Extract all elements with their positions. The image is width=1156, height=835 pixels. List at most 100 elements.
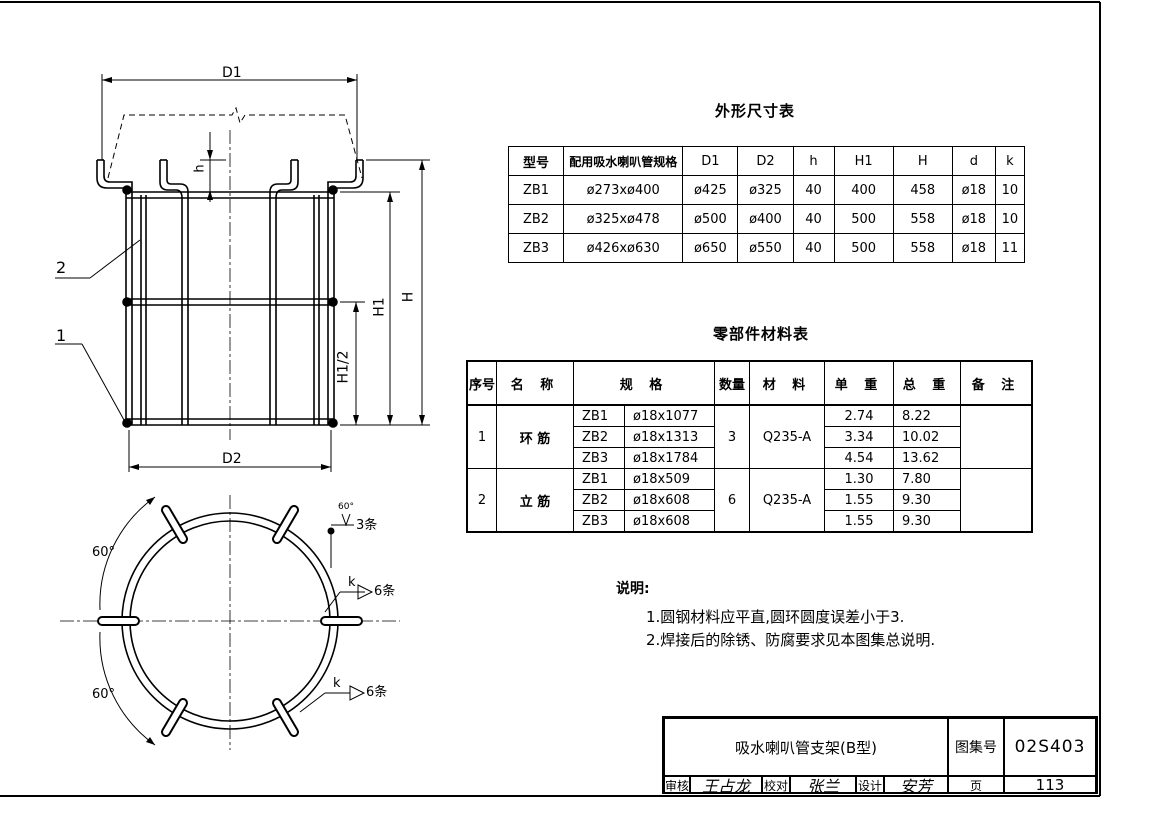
- materials-header-cell: 备 注: [960, 360, 1033, 406]
- materials-model: ZB2: [573, 426, 625, 448]
- page-number: 113: [1004, 776, 1096, 794]
- materials-qty: 6: [714, 468, 750, 533]
- dims-header-cell: 配用吸水喇叭管规格: [563, 146, 684, 176]
- materials-header-cell: 材 料: [749, 360, 825, 406]
- materials-model: ZB3: [573, 510, 625, 533]
- dims-table: 型号 配用吸水喇叭管规格 D1 D2 h H1 H d k ZB1 ø273xø…: [507, 146, 1026, 263]
- materials-total-weight: 9.30: [893, 489, 961, 511]
- weld-count-3: 3条: [356, 518, 378, 533]
- notes: 说明: 1.圆钢材料应平直,圆环圆度误差小于3. 2.焊接后的除锈、防腐要求见本…: [616, 582, 935, 648]
- materials-material: Q235-A: [749, 404, 825, 469]
- dim-label-h: h: [192, 164, 208, 173]
- materials-unit-weight: 3.34: [824, 426, 894, 448]
- materials-name: 立 筋: [496, 468, 574, 533]
- weld-k-label-2: k: [333, 676, 341, 691]
- dims-cell: 10: [994, 175, 1026, 205]
- materials-total-weight: 7.80: [893, 468, 961, 490]
- dims-cell: 500: [833, 204, 894, 234]
- materials-model: ZB1: [573, 404, 625, 427]
- dims-header-cell: h: [792, 146, 835, 176]
- dims-header-cell: H1: [833, 146, 894, 176]
- dims-header-row: 型号 配用吸水喇叭管规格 D1 D2 h H1 H d k: [507, 146, 1026, 176]
- angle-label-top: 60°: [92, 545, 116, 560]
- materials-header-cell: 数量: [714, 360, 750, 406]
- dim-label-h1-half: H1/2: [335, 350, 352, 384]
- dims-cell: ø426xø630: [563, 233, 684, 263]
- dims-cell: ø550: [737, 233, 794, 263]
- dims-cell: ø500: [682, 204, 739, 234]
- table-row: ZB2 ø325xø478 ø500 ø400 40 500 558 ø18 1…: [507, 204, 1026, 234]
- materials-spec: ø18x1077: [624, 404, 715, 427]
- materials-remark: [960, 404, 1033, 469]
- table-row: ZB3 ø426xø630 ø650 ø550 40 500 558 ø18 1…: [507, 233, 1026, 263]
- part-callout-1: 1: [56, 326, 67, 345]
- materials-name: 环 筋: [496, 404, 574, 469]
- dims-cell: ZB2: [507, 204, 565, 234]
- dims-header-cell: D1: [682, 146, 739, 176]
- table-row: ZB2 ø18x608 1.55 9.30: [467, 489, 1032, 511]
- notes-heading: 说明:: [616, 581, 650, 597]
- materials-total-weight: 13.62: [893, 447, 961, 469]
- materials-spec: ø18x509: [624, 468, 715, 490]
- materials-total-weight: 8.22: [893, 404, 961, 427]
- table-row: 1 环 筋 ZB1 ø18x1077 3 Q235-A 2.74 8.22: [466, 404, 1033, 469]
- dims-header-cell: 型号: [507, 146, 565, 176]
- materials-unit-weight: 4.54: [824, 447, 894, 469]
- dims-cell: ø400: [737, 204, 794, 234]
- dims-cell: 400: [833, 175, 894, 205]
- dims-cell: ø18: [951, 233, 996, 263]
- check-label: 校对: [762, 776, 790, 794]
- dim-label-big-h: H: [400, 291, 417, 303]
- materials-header-cell: 总 重: [893, 360, 961, 406]
- dims-cell: ø650: [682, 233, 739, 263]
- dims-cell: ZB3: [507, 233, 565, 263]
- sheet-border: [0, 1, 1101, 797]
- materials-header-row: 序号 名 称 规 格 数量 材 料 单 重 总 重 备 注: [466, 360, 1033, 406]
- table-row: 2 立 筋 ZB1 ø18x509 6 Q235-A 1.30 7.80: [466, 468, 1033, 533]
- review-signature: 王占龙: [690, 776, 762, 796]
- dims-header-cell: H: [892, 146, 953, 176]
- dims-table-title: 外形尺寸表: [715, 102, 796, 120]
- dims-cell: ø18: [951, 175, 996, 205]
- angle-label-bottom: 60°: [92, 687, 116, 702]
- materials-header-cell: 名 称: [496, 360, 574, 406]
- materials-unit-weight: 1.55: [824, 510, 894, 533]
- materials-unit-weight: 1.55: [824, 489, 894, 511]
- part-callout-2: 2: [56, 258, 67, 277]
- materials-total-weight: 10.02: [893, 426, 961, 448]
- elevation-view: [55, 74, 430, 472]
- dims-cell: 40: [792, 175, 835, 205]
- dims-cell: ø325xø478: [563, 204, 684, 234]
- design-signature: 安芳: [884, 776, 948, 796]
- dims-cell: 558: [892, 233, 953, 263]
- dims-cell: ø325: [737, 175, 794, 205]
- materials-spec: ø18x1313: [624, 426, 715, 448]
- dims-cell: ø425: [682, 175, 739, 205]
- materials-header-cell: 序号: [466, 360, 497, 406]
- dim-label-h1: H1: [371, 297, 388, 317]
- materials-table: 序号 名 称 规 格 数量 材 料 单 重 总 重 备 注 1 环 筋 ZB1 …: [466, 360, 1033, 533]
- dims-cell: 500: [833, 233, 894, 263]
- page-label: 页: [948, 776, 1004, 794]
- materials-spec: ø18x1784: [624, 447, 715, 469]
- note-item: 2.焊接后的除锈、防腐要求见本图集总说明.: [646, 631, 936, 649]
- dims-header-cell: k: [994, 146, 1026, 176]
- materials-spec: ø18x608: [624, 489, 715, 511]
- materials-unit-weight: 2.74: [824, 404, 894, 427]
- materials-spec: ø18x608: [624, 510, 715, 533]
- design-label: 设计: [856, 776, 884, 794]
- dims-cell: 40: [792, 233, 835, 263]
- weld-count-6a: 6条: [374, 584, 396, 599]
- materials-no: 1: [466, 404, 497, 469]
- dims-cell: 458: [892, 175, 953, 205]
- materials-no: 2: [466, 468, 497, 533]
- dim-label-d2: D2: [222, 451, 242, 467]
- materials-total-weight: 9.30: [893, 510, 961, 533]
- dims-cell: ø273xø400: [563, 175, 684, 205]
- materials-model: ZB3: [573, 447, 625, 469]
- materials-model: ZB2: [573, 489, 625, 511]
- review-label: 审核: [664, 776, 690, 794]
- atlas-label: 图集号: [948, 718, 1004, 776]
- materials-qty: 3: [714, 404, 750, 469]
